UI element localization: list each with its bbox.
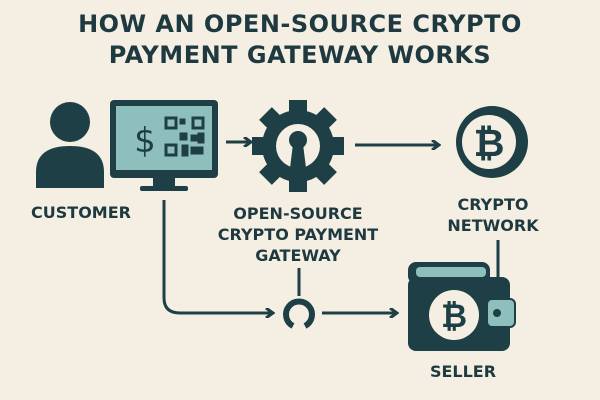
qr-code-icon — [164, 116, 205, 157]
wallet-bitcoin-symbol: ₿ — [441, 297, 467, 335]
network-label-1: CRYPTO — [457, 195, 529, 214]
title-line-2: PAYMENT GATEWAY WORKS — [108, 41, 492, 69]
monitor-icon — [110, 100, 218, 191]
dollar-icon: $ — [134, 121, 156, 161]
customer-icon — [36, 102, 104, 188]
bitcoin-coin-icon — [456, 106, 528, 178]
keyhole-icon — [289, 131, 307, 176]
gateway-label-1: OPEN-SOURCE — [233, 204, 363, 223]
arrow-to-connector — [162, 200, 272, 313]
bitcoin-symbol: ₿ — [474, 121, 505, 165]
customer-label: CUSTOMER — [31, 203, 131, 222]
network-label-2: NETWORK — [447, 216, 539, 235]
title-line-1: HOW AN OPEN-SOURCE CRYPTO — [78, 10, 522, 38]
gateway-label-2: CRYPTO PAYMENT — [217, 225, 379, 244]
gateway-label-3: GATEWAY — [255, 246, 341, 265]
wallet-icon — [408, 240, 516, 351]
gear-icon — [252, 100, 344, 192]
connector-icon — [283, 268, 315, 329]
seller-label: SELLER — [429, 362, 497, 381]
